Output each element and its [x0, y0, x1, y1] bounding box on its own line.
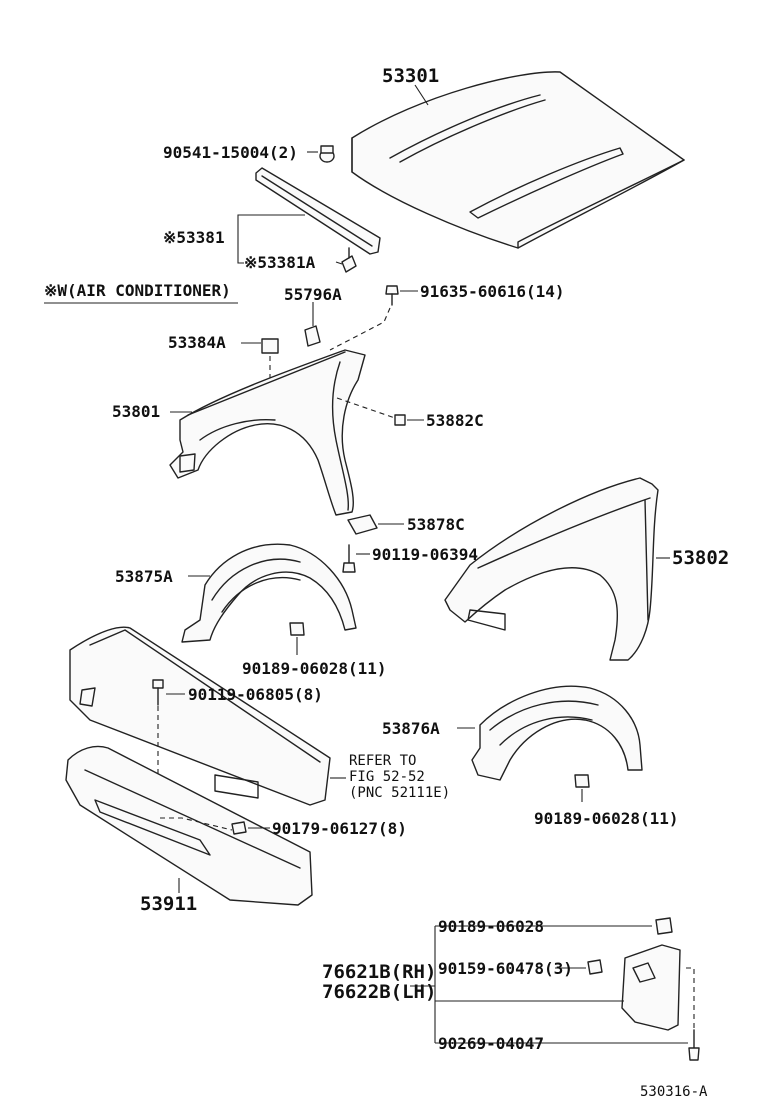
label-clip-90189-a: 90189-06028(11) — [242, 659, 387, 678]
label-spoiler: 53911 — [140, 893, 197, 915]
label-seal-53882c: 53882C — [426, 411, 484, 430]
bolt-90119-06394-part — [342, 544, 356, 573]
pad-53384a-part — [261, 338, 279, 354]
label-mudguard-rh: 76621B(RH) — [322, 961, 436, 983]
label-hood: 53301 — [382, 65, 439, 87]
clip-90179-part — [231, 821, 247, 835]
label-hood-cushion: 90541-15004(2) — [163, 143, 298, 162]
label-bolt-91635: 91635-60616(14) — [420, 282, 565, 301]
label-clip-90189-b: 90189-06028(11) — [534, 809, 679, 828]
front-fender-lh — [169, 349, 366, 516]
mudguard-clip-part — [655, 917, 673, 935]
front-fender-rh — [444, 477, 659, 661]
label-fender-lh: 53801 — [112, 402, 160, 421]
bracket-53878c-part — [347, 514, 378, 535]
front-bumper — [69, 626, 331, 806]
label-bracket-53878c: 53878C — [407, 515, 465, 534]
label-pad-53384a: 53384A — [168, 333, 226, 352]
label-mudguard-rivet: 90269-04047 — [438, 1034, 544, 1053]
label-mudguard-screw: 90159-60478(3) — [438, 959, 573, 978]
label-liner-rh: 53876A — [382, 719, 440, 738]
hood-leader — [414, 84, 429, 106]
front-spoiler — [65, 745, 313, 906]
label-cushion-55796a: 55796A — [284, 285, 342, 304]
label-clip-90179: 90179-06127(8) — [272, 819, 407, 838]
mudguard-rivet-part — [688, 1029, 700, 1061]
figure-id: 530316-A — [640, 1084, 708, 1100]
hood-panel — [351, 71, 685, 249]
fender-liner-rh — [471, 685, 643, 781]
hood-seal-strip — [255, 167, 381, 255]
cushion-55796a-part — [304, 325, 321, 347]
fender-liner-lh — [181, 543, 357, 643]
hood-cushion-part — [319, 145, 335, 163]
label-fender-rh: 53802 — [672, 547, 729, 569]
label-refer-3: (PNC 52111E) — [349, 785, 450, 801]
clip-90189-b-part — [574, 774, 590, 788]
seal-clip-part — [341, 247, 357, 273]
label-refer-2: FIG 52-52 — [349, 769, 425, 785]
note-air-conditioner: ※W(AIR CONDITIONER) — [44, 281, 231, 300]
bolt-90119-06805-part — [152, 679, 164, 706]
label-mudguard-lh: 76622B(LH) — [322, 981, 436, 1003]
label-seal-53381a: ※53381A — [244, 253, 316, 272]
label-liner-lh: 53875A — [115, 567, 173, 586]
bolt-91635-part — [385, 285, 399, 306]
seal-53882c-part — [394, 414, 406, 426]
label-bolt-90119-06805: 90119-06805(8) — [188, 685, 323, 704]
clip-90189-a-part — [289, 622, 305, 636]
mudguard-screw-part — [587, 959, 603, 975]
label-mudguard-clip: 90189-06028 — [438, 917, 544, 936]
label-refer-1: REFER TO — [349, 753, 416, 769]
mudguard — [621, 944, 681, 1031]
label-bolt-90119-06394: 90119-06394 — [372, 545, 478, 564]
label-seal-53381: ※53381 — [163, 228, 225, 247]
